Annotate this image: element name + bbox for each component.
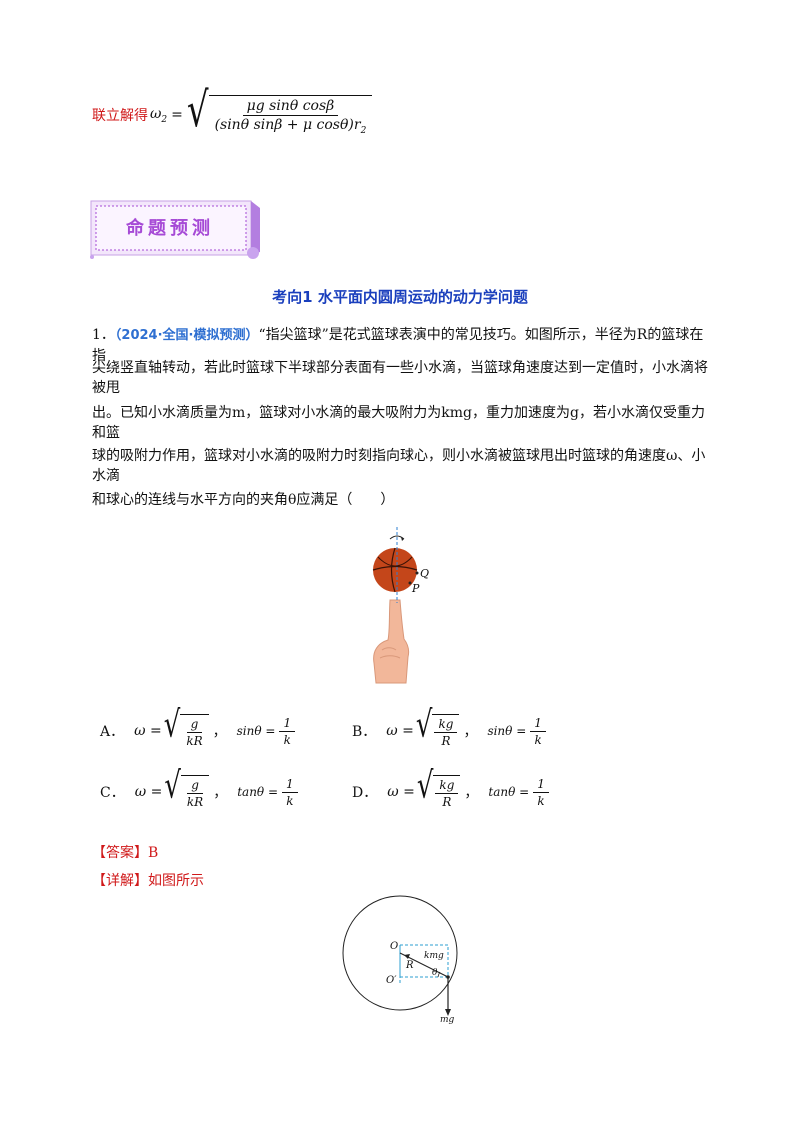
force-diagram-svg (342, 895, 458, 1016)
sqrt-expression: √ μg sinθ cosβ (sinθ sinβ + μ cosθ)r2 (187, 87, 373, 136)
detail-label: 【详解】 (92, 873, 148, 889)
section-banner: 命题预测 (90, 200, 260, 259)
basketball-figure: Q P (360, 525, 440, 685)
solution-formula: 联立解得 ω2 = √ μg sinθ cosβ (sinθ sinβ + μ … (92, 87, 373, 136)
question-text-1: “指尖篮球”是花式篮球表演中的常见技巧。如图所示，半径为R的篮球在指 (92, 327, 704, 364)
banner-graphic (90, 200, 260, 259)
question-line-5: 和球心的连线与水平方向的夹角θ应满足（ ） (92, 492, 395, 508)
formula-numerator: μg sinθ cosβ (242, 98, 339, 116)
question-line-4: 球的吸附力作用，篮球对小水滴的吸附力时刻指向球心，则小水滴被篮球甩出时篮球的角速… (92, 448, 706, 484)
detail-line: 【详解】如图所示 (92, 870, 204, 890)
label-o: O (390, 941, 399, 952)
formula-denominator: (sinθ sinβ + μ cosθ)r2 (214, 117, 367, 136)
force-diagram: O O′ R kmg θ mg (340, 895, 465, 1030)
answer-label: 【答案】 (92, 845, 148, 861)
omega-lhs: ω2 (150, 106, 168, 125)
banner-text: 命题预测 (126, 218, 214, 239)
label-mg: mg (440, 1015, 455, 1025)
detail-text: 如图所示 (148, 873, 204, 889)
question-line-1: 1．（2024·全国·模拟预测）“指尖篮球”是花式篮球表演中的常见技巧。如图所示… (92, 325, 712, 366)
label-r: R (406, 960, 414, 971)
solution-label: 联立解得 (92, 108, 148, 125)
option-letter: A． (100, 724, 125, 740)
option-letter: B． (352, 724, 377, 740)
option-letter: C． (100, 785, 125, 801)
label-q: Q (420, 567, 430, 580)
answer-line: 【答案】B (92, 842, 158, 862)
question-line-3: 出。已知小水滴质量为m，篮球对小水滴的最大吸附力为kmg，重力加速度为g，若小水… (92, 405, 705, 441)
section-title: 考向1 水平面内圆周运动的动力学问题 (272, 288, 528, 306)
answer-value: B (148, 845, 159, 861)
label-o-prime: O′ (386, 975, 397, 986)
question-line-2: 尖绕竖直轴转动，若此时篮球下半球部分表面有一些小水滴，当篮球角速度达到一定值时，… (92, 360, 708, 396)
label-kmg: kmg (424, 951, 444, 961)
question-source: （2024·全国·模拟预测） (114, 328, 259, 343)
basketball-finger-image (372, 527, 419, 684)
label-theta: θ (432, 968, 438, 978)
question-number: 1． (92, 327, 115, 343)
option-letter: D． (352, 785, 378, 801)
label-p: P (412, 582, 420, 595)
